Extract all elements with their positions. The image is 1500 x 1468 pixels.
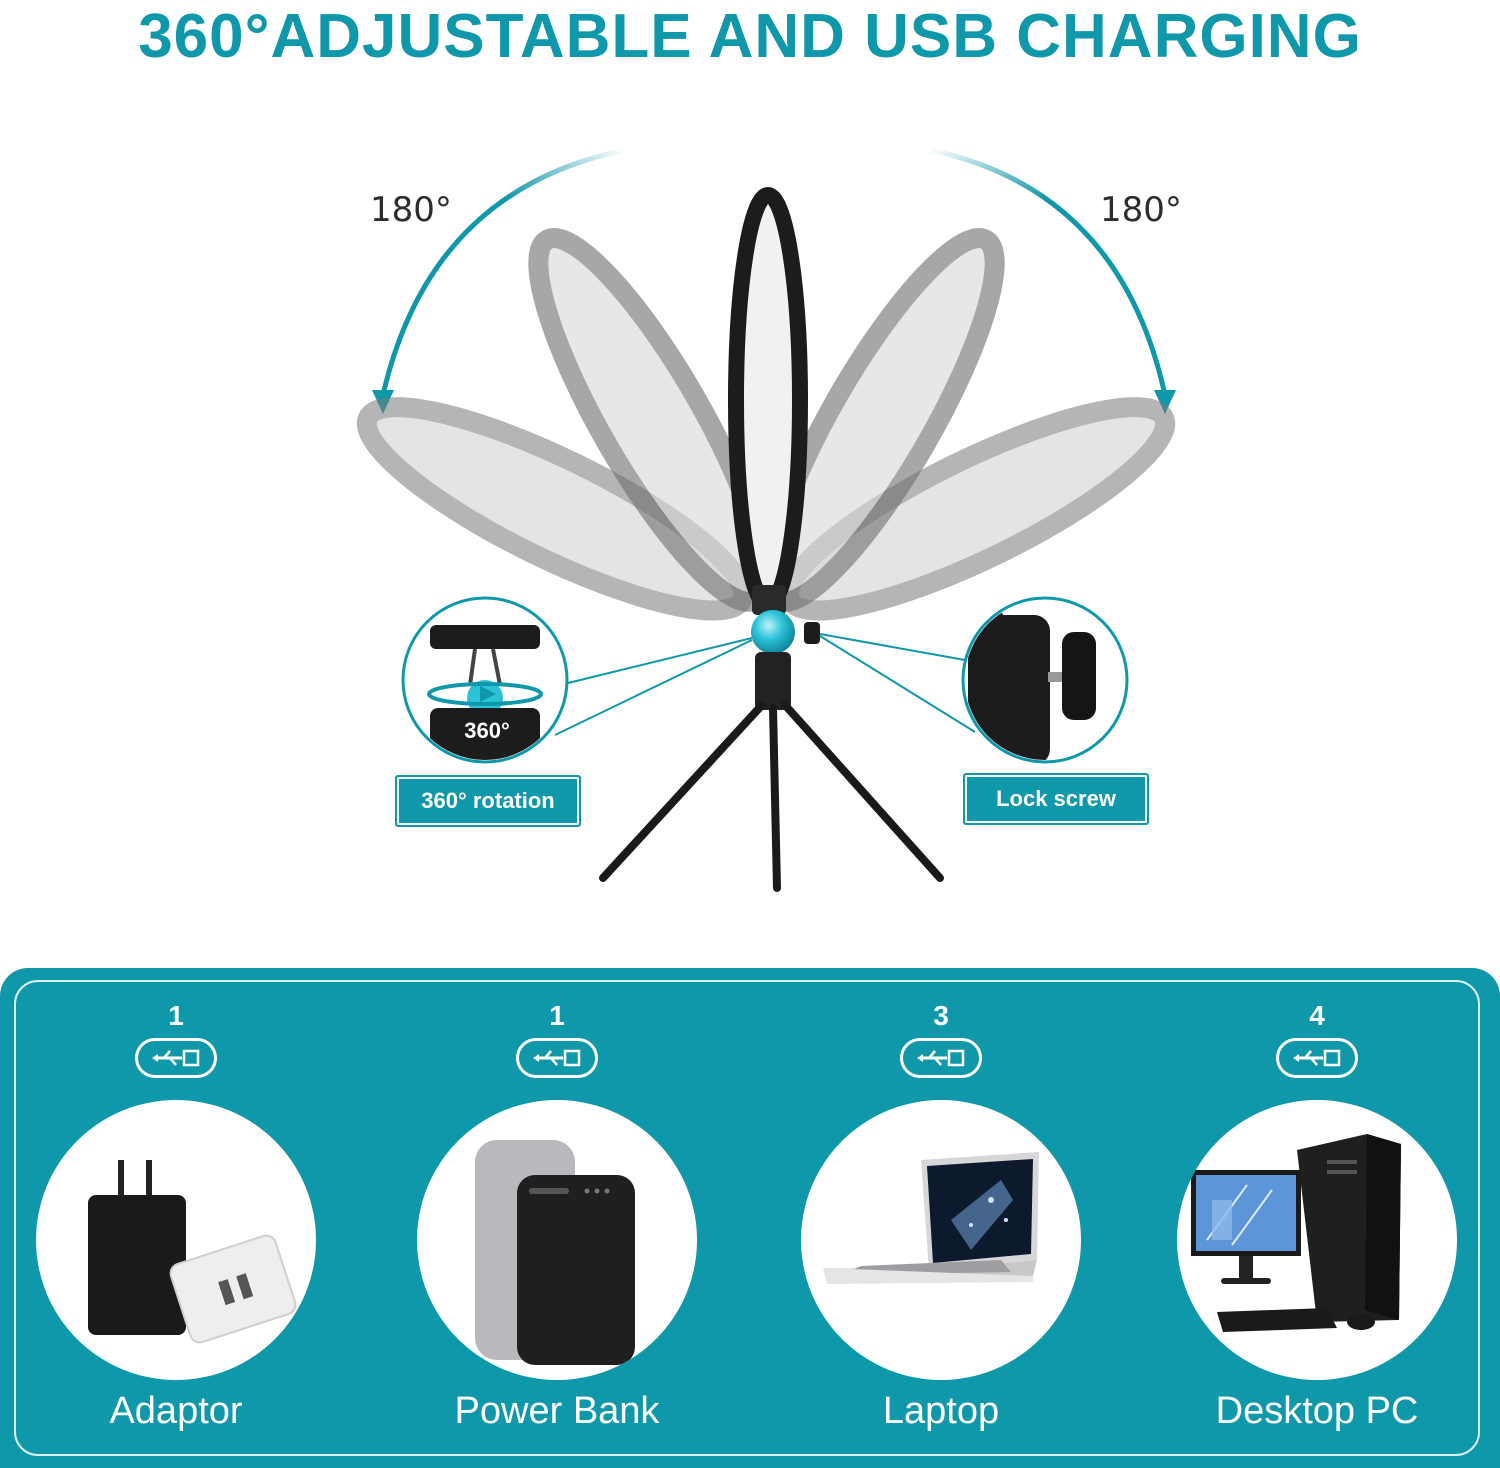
device-adaptor: 1 Adaptor	[26, 1000, 326, 1440]
left-angle-label: 180°	[370, 190, 452, 230]
tripod-leg-center	[769, 704, 781, 892]
desktop-pc-icon	[1177, 1100, 1457, 1380]
usb-port-icon	[900, 1038, 982, 1078]
ring-light-illustration: 360°	[356, 147, 1176, 892]
device-label: Desktop PC	[1215, 1390, 1419, 1432]
rotation-inset: 360°	[401, 596, 569, 764]
device-label: Power Bank	[454, 1390, 660, 1432]
power-bank-icon	[417, 1100, 697, 1380]
tripod-body	[755, 652, 791, 710]
callout-line-lock-bottom	[819, 635, 976, 733]
tripod-leg-left	[599, 701, 766, 882]
ring-light-upright	[728, 187, 808, 613]
ball-head	[751, 610, 795, 654]
callout-line-rotation-bottom	[554, 639, 753, 736]
rotation-tag: 360° rotation	[395, 775, 581, 827]
usb-port-count: 1	[168, 1000, 184, 1031]
right-angle-label: 180°	[1100, 190, 1182, 230]
usb-port-count: 1	[549, 1000, 565, 1031]
ring-mount	[752, 585, 786, 615]
left-rotation-arc	[380, 147, 626, 396]
device-label: Adaptor	[109, 1390, 243, 1432]
device-label: Laptop	[882, 1390, 1000, 1432]
usb-port-icon	[516, 1038, 598, 1078]
device-laptop: 3 Laptop	[791, 1000, 1091, 1440]
tripod-leg-right	[781, 701, 944, 882]
usb-port-count: 3	[933, 1000, 949, 1031]
lock-screw-tag: Lock screw	[963, 773, 1149, 825]
usb-port-icon	[1276, 1038, 1358, 1078]
device-power-bank: 1 Power Bank	[407, 1000, 707, 1440]
callout-line-rotation-top	[567, 637, 753, 684]
rotation-inset-text: 360°	[464, 718, 510, 743]
laptop-icon	[801, 1100, 1081, 1380]
charging-panel-border	[14, 980, 1480, 1456]
lock-inset	[961, 596, 1129, 764]
wall-adapter-icon	[36, 1100, 316, 1380]
right-rotation-arc	[929, 147, 1168, 396]
right-arrow-head	[1154, 390, 1176, 414]
callout-line-lock-top	[819, 633, 966, 661]
device-desktop-pc: 4 Desktop PC	[1167, 1000, 1467, 1440]
lock-knob	[804, 622, 820, 644]
usb-port-count: 4	[1309, 1000, 1325, 1031]
usb-port-icon	[135, 1038, 217, 1078]
headline: 360°ADJUSTABLE AND USB CHARGING	[138, 2, 1362, 71]
